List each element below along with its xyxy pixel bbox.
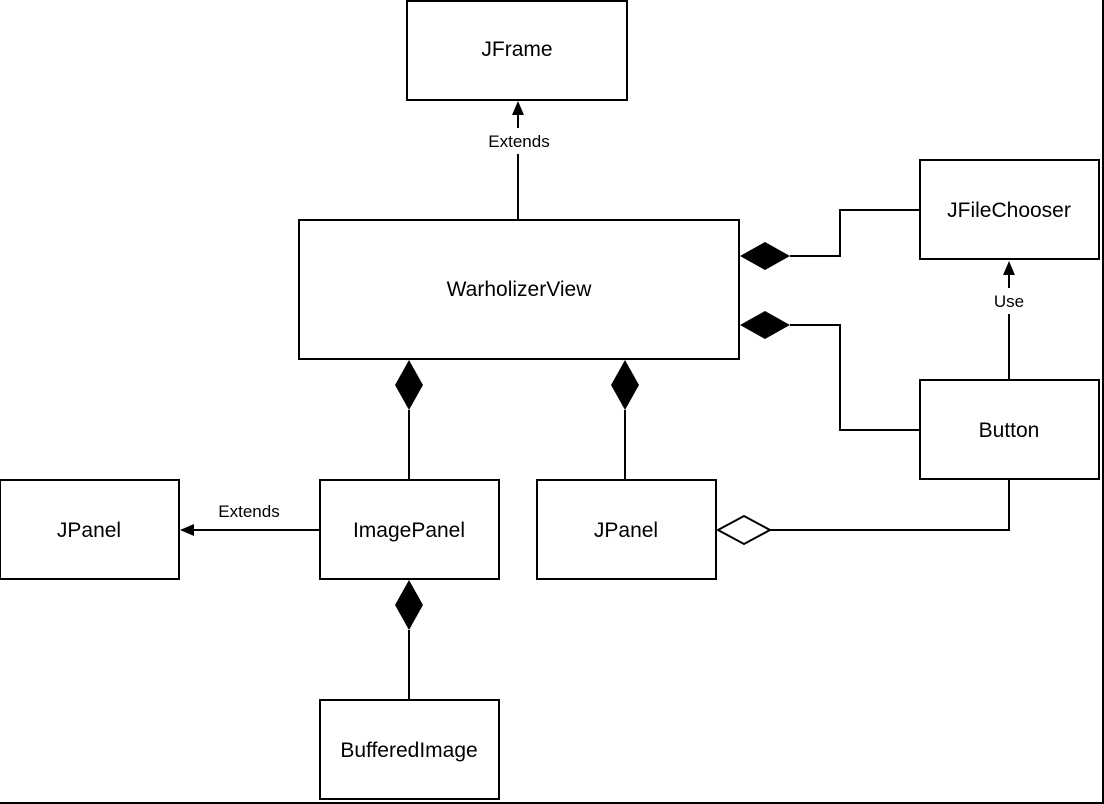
edge-composition-button: [740, 311, 920, 431]
edge-extends-jpanel: Extends: [180, 502, 320, 536]
class-name: Button: [979, 419, 1040, 442]
arrowhead-icon: [180, 524, 194, 536]
edge-composition-bufferedimage: [395, 580, 423, 700]
edge-composition-jfilechooser: [740, 209, 920, 270]
edge-label-extends: Extends: [218, 502, 279, 521]
class-imagepanel[interactable]: ImagePanel: [319, 479, 500, 580]
composition-diamond-icon: [395, 580, 423, 630]
composition-diamond-icon: [611, 360, 639, 410]
class-warholizerview[interactable]: WarholizerView: [298, 219, 740, 360]
class-button[interactable]: Button: [919, 379, 1100, 480]
class-name: JPanel: [57, 519, 121, 542]
class-jpanel-left[interactable]: JPanel: [0, 479, 180, 580]
class-bufferedimage[interactable]: BufferedImage: [319, 699, 500, 800]
edge-extends-jframe: Extends: [476, 101, 562, 220]
composition-diamond-icon: [740, 242, 790, 270]
edge-composition-jpanel: [611, 360, 639, 480]
arrowhead-icon: [1003, 261, 1015, 275]
class-jpanel-center[interactable]: JPanel: [536, 479, 717, 580]
edge-label-extends: Extends: [488, 132, 549, 151]
class-name: JFileChooser: [947, 199, 1071, 222]
class-name: WarholizerView: [447, 278, 593, 301]
composition-diamond-icon: [395, 360, 423, 410]
arrowhead-icon: [512, 101, 524, 115]
edge-aggregation-button-jpanel: [715, 480, 1010, 546]
class-jfilechooser[interactable]: JFileChooser: [919, 159, 1100, 260]
class-jframe[interactable]: JFrame: [406, 0, 628, 101]
edge-label-use: Use: [994, 292, 1024, 311]
edge-use-filechooser: Use: [985, 261, 1033, 380]
edge-composition-imagepanel: [395, 360, 423, 480]
aggregation-diamond-icon: [715, 514, 773, 546]
class-name: JPanel: [594, 519, 658, 542]
class-name: JFrame: [481, 38, 552, 61]
composition-diamond-icon: [740, 311, 790, 339]
class-name: ImagePanel: [353, 519, 465, 542]
class-name: BufferedImage: [340, 739, 477, 762]
